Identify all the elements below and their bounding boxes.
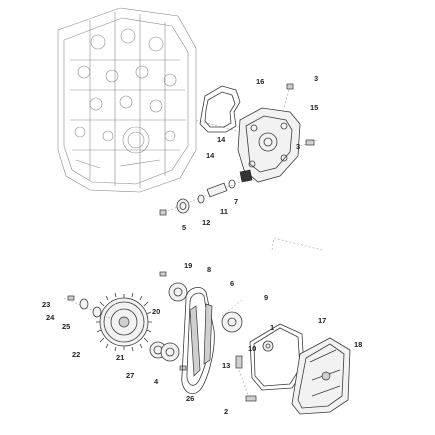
cam-sprocket bbox=[159, 271, 188, 302]
callout-23: 23 bbox=[42, 300, 50, 309]
engine-block bbox=[57, 7, 241, 193]
idler-sprocket bbox=[221, 299, 243, 333]
large-gear bbox=[96, 292, 152, 352]
callout-14a: 14 bbox=[217, 135, 226, 144]
callout-27: 27 bbox=[126, 371, 134, 380]
callout-21: 21 bbox=[116, 353, 124, 362]
callout-10: 10 bbox=[248, 344, 256, 353]
timing-cover bbox=[291, 337, 351, 415]
left-small-parts bbox=[63, 295, 111, 319]
callout-6: 6 bbox=[230, 279, 234, 288]
callout-17: 17 bbox=[318, 316, 326, 325]
callout-22: 22 bbox=[72, 350, 80, 359]
callout-20: 20 bbox=[152, 307, 160, 316]
front-housing bbox=[237, 107, 301, 183]
callout-18: 18 bbox=[354, 340, 362, 349]
gasket bbox=[199, 85, 241, 133]
callout-19: 19 bbox=[184, 261, 192, 270]
timing-chain bbox=[181, 287, 215, 395]
callout-14b: 14 bbox=[206, 151, 215, 160]
callout-7: 7 bbox=[234, 197, 238, 206]
callout-4: 4 bbox=[154, 377, 159, 386]
callout-labels: 1 2 3 3 4 5 6 7 8 9 10 11 12 13 14 14 15… bbox=[42, 74, 362, 416]
callout-24: 24 bbox=[46, 313, 55, 322]
callout-12: 12 bbox=[202, 218, 210, 227]
callout-26: 26 bbox=[186, 394, 194, 403]
callout-2: 2 bbox=[224, 407, 228, 416]
callout-3b: 3 bbox=[296, 142, 300, 151]
tensioner bbox=[235, 355, 257, 402]
callout-11: 11 bbox=[220, 207, 228, 216]
callout-5: 5 bbox=[182, 223, 186, 232]
callout-16: 16 bbox=[256, 77, 264, 86]
callout-8: 8 bbox=[207, 265, 211, 274]
callout-9: 9 bbox=[264, 293, 268, 302]
small-sprockets bbox=[149, 341, 187, 371]
shaft-assembly bbox=[159, 179, 246, 216]
bolts-top bbox=[283, 83, 319, 147]
callout-3a: 3 bbox=[314, 74, 318, 83]
callout-13: 13 bbox=[222, 361, 230, 370]
callout-15: 15 bbox=[310, 103, 318, 112]
callout-25: 25 bbox=[62, 322, 70, 331]
callout-1: 1 bbox=[270, 323, 274, 332]
